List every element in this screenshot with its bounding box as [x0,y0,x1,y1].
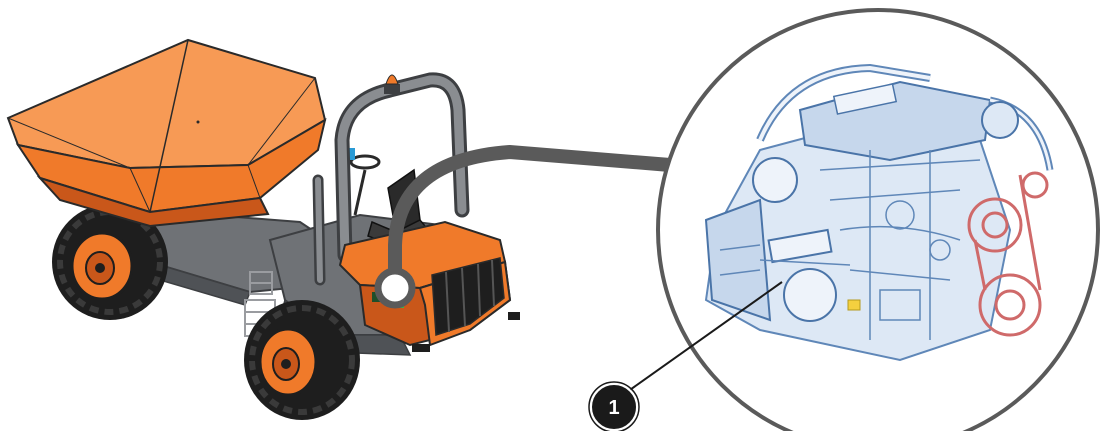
callout-number: 1 [608,397,619,419]
location-marker [378,271,412,305]
beacon-light [384,75,400,94]
dump-skip [8,40,325,226]
engine-detail-view [658,10,1098,431]
front-wheel [244,300,360,420]
site-dumper-illustration [8,40,520,420]
